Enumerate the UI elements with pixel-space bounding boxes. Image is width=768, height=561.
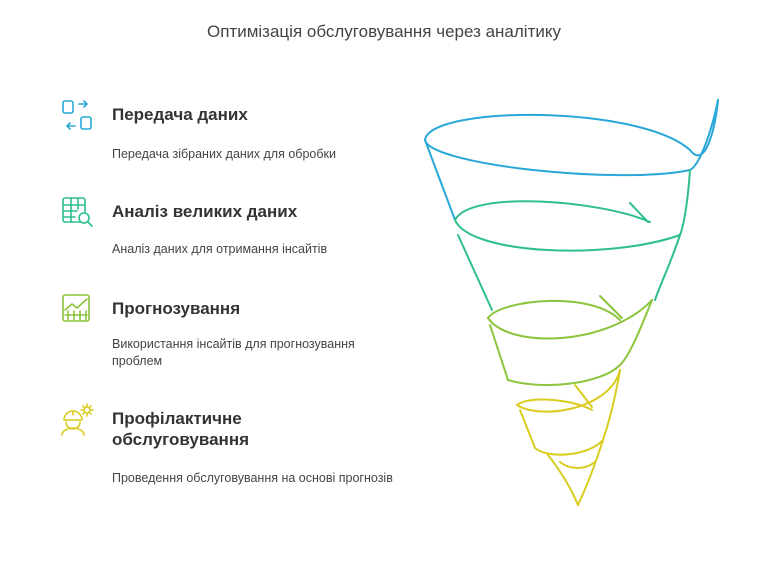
- funnel-band-1: [424, 99, 719, 221]
- funnel-band-2: [454, 169, 691, 311]
- diagram-title: Оптимізація обслуговування через аналіти…: [207, 22, 561, 41]
- step-description: Аналіз даних для отримання інсайтів: [112, 242, 328, 256]
- data-transfer-icon: [62, 100, 92, 130]
- step-description: Використання інсайтів для прогнозування …: [112, 337, 355, 368]
- step-heading: Прогнозування: [112, 299, 241, 318]
- table-search-icon: [62, 197, 93, 227]
- step-heading: Профілактичне обслуговування: [112, 409, 250, 449]
- funnel-band-3: [487, 295, 653, 386]
- funnel-band-4: [516, 369, 621, 506]
- step-heading: Передача даних: [112, 105, 248, 124]
- step-description: Передача зібраних даних для обробки: [112, 147, 336, 161]
- funnel-spiral-graphic: [424, 99, 719, 506]
- chart-grid-icon: [62, 294, 90, 322]
- step-description: Проведення обслуговування на основі прог…: [112, 471, 393, 485]
- step-heading: Аналіз великих даних: [112, 202, 298, 221]
- worker-gear-icon: [61, 403, 94, 436]
